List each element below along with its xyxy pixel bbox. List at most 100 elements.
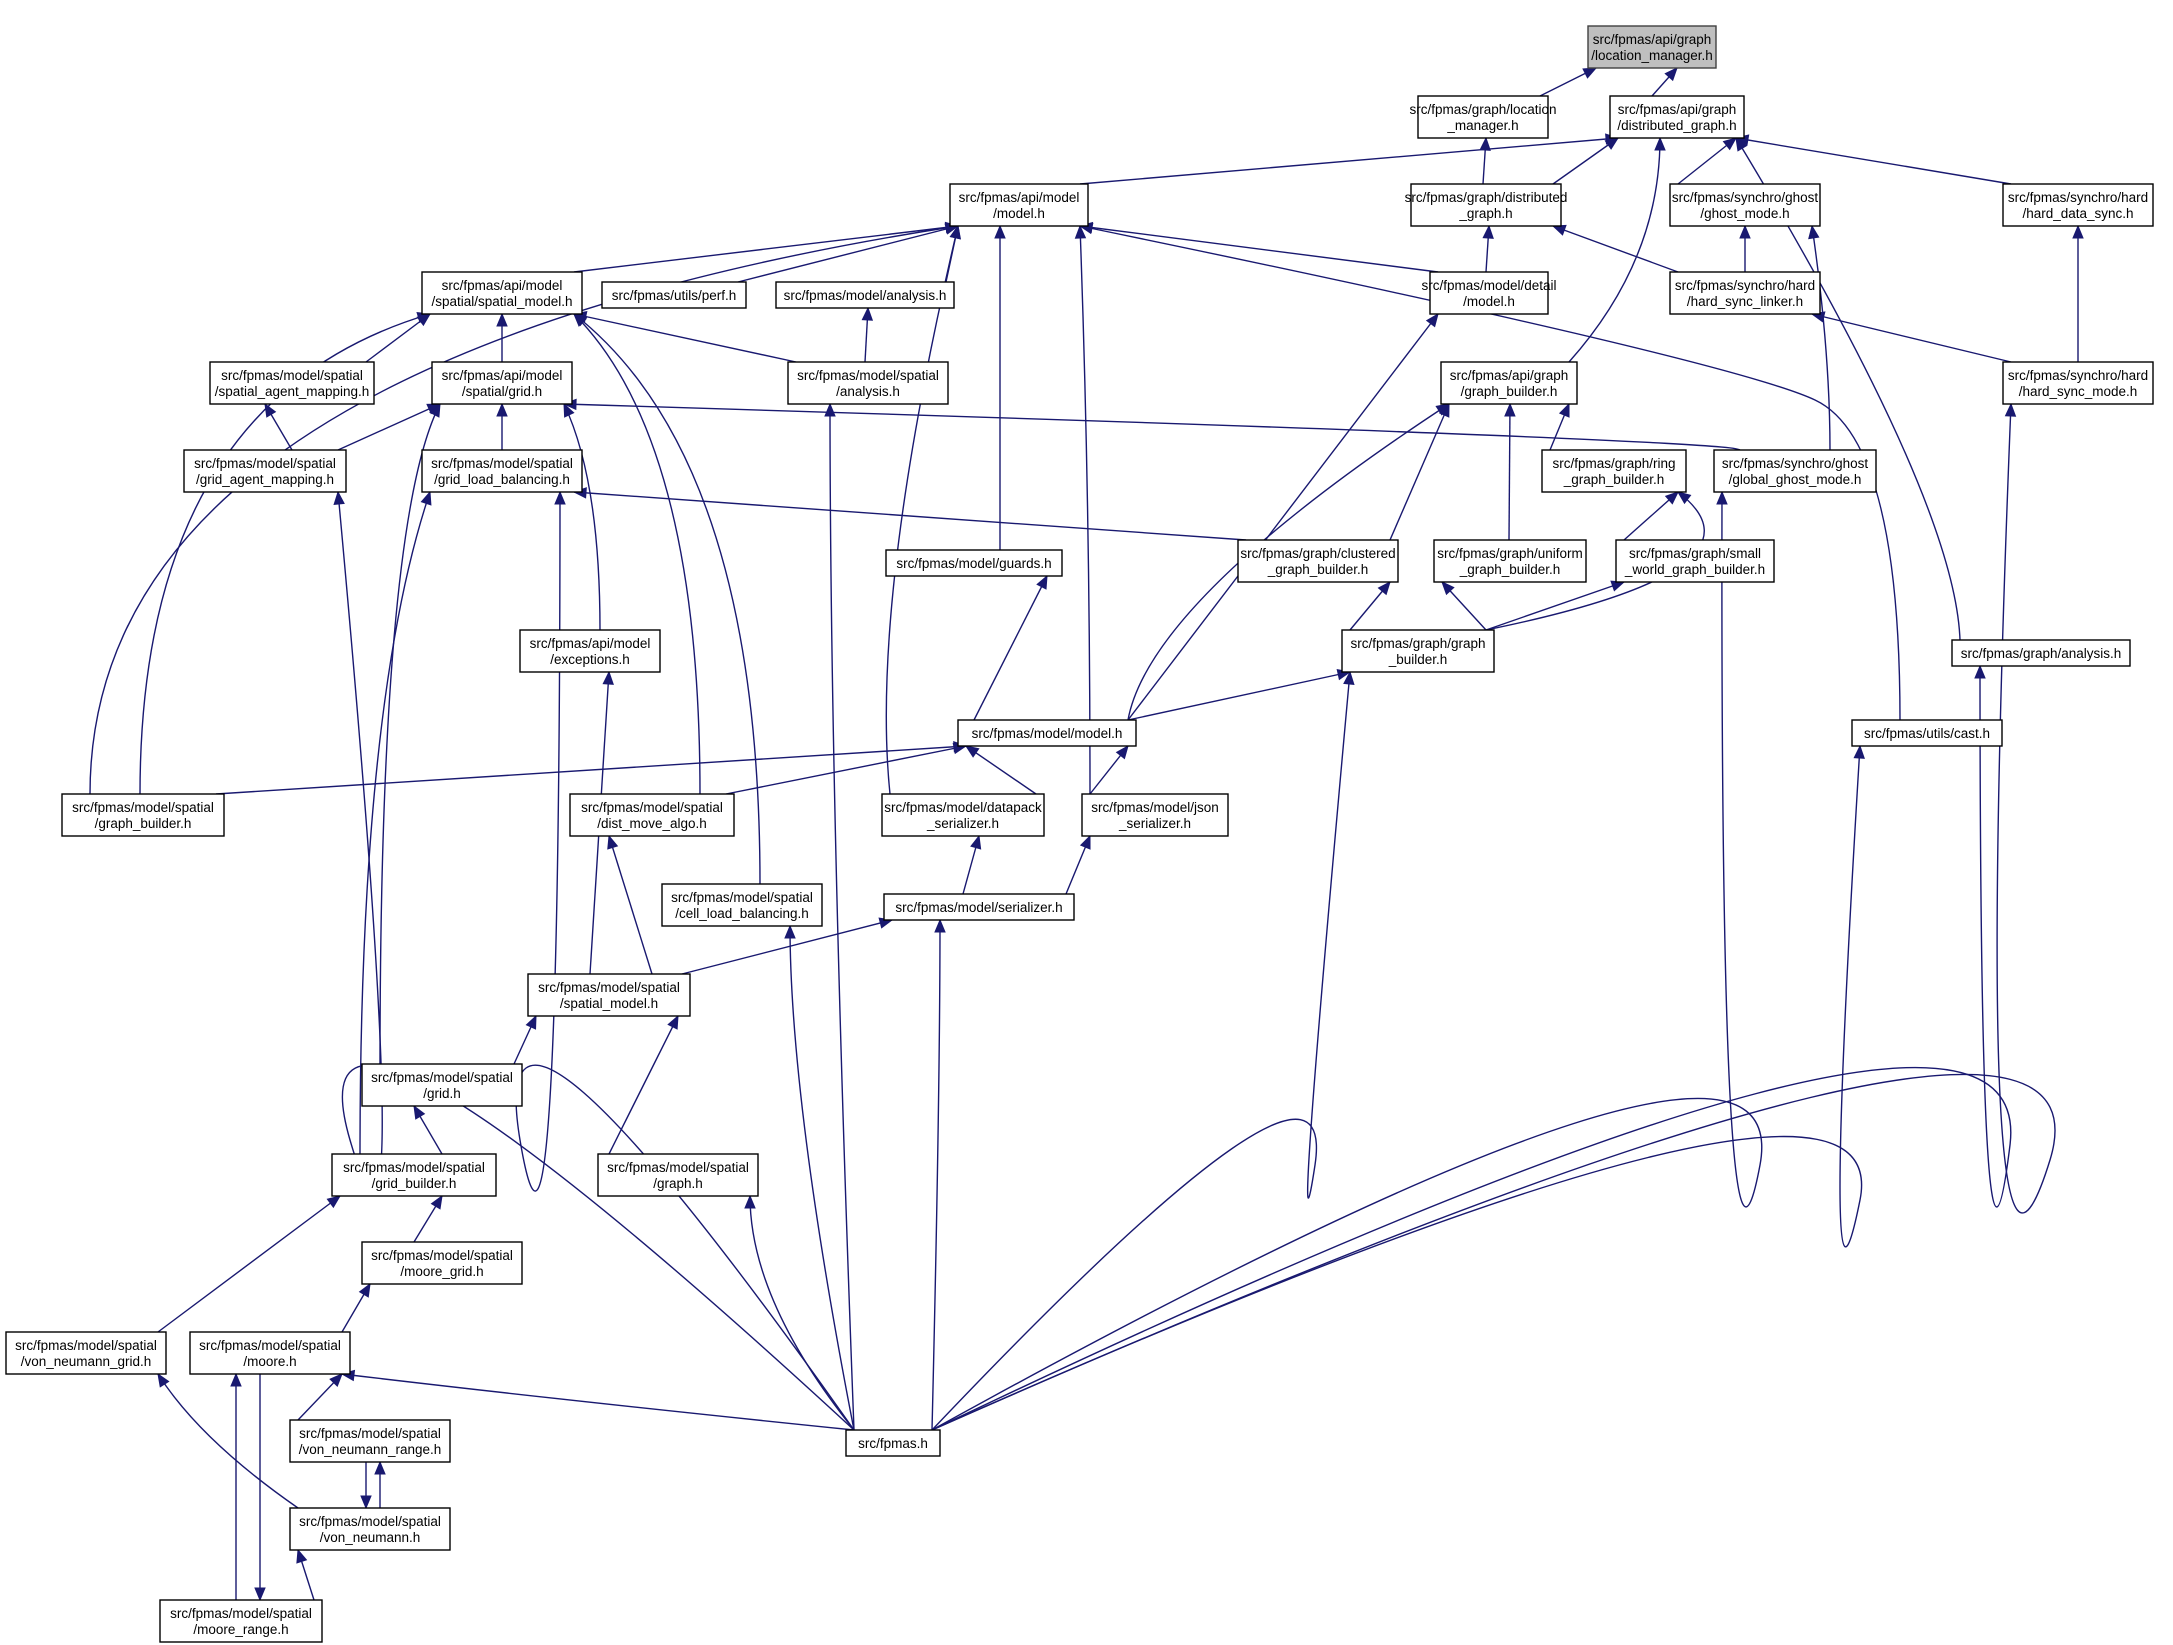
edge-moore_grid-to-grid_builder xyxy=(413,1194,443,1243)
edge-moore_range-to-moore xyxy=(230,1372,242,1600)
node-moore-grid[interactable]: src/fpmas/model/spatial/moore_grid.h xyxy=(361,1241,523,1285)
node-api-model[interactable]: src/fpmas/api/model/model.h xyxy=(949,183,1089,227)
node-json-serializer[interactable]: src/fpmas/model/json_serializer.h xyxy=(1081,793,1229,837)
node-moore[interactable]: src/fpmas/model/spatial/moore.h xyxy=(189,1331,351,1375)
node-label: src/fpmas/model/spatial xyxy=(170,1606,312,1621)
edge-dist_move_algo-to-model_model xyxy=(725,742,968,795)
node-von-neumann-grid[interactable]: src/fpmas/model/spatial/von_neumann_grid… xyxy=(5,1331,167,1375)
node-label: src/fpmas/model/spatial xyxy=(299,1514,441,1529)
edge-arrowhead xyxy=(1582,67,1598,79)
node-label: src/fpmas/synchro/ghost xyxy=(1672,190,1819,205)
node-ghost-mode[interactable]: src/fpmas/synchro/ghost/ghost_mode.h xyxy=(1669,183,1821,227)
node-graph-distributed-graph[interactable]: src/fpmas/graph/distributed_graph.h xyxy=(1405,183,1568,227)
node-label: _graph_builder.h xyxy=(1459,562,1561,577)
edge-cell_load_balancing-to-api_spatial_model xyxy=(572,313,761,885)
node-label: /moore_grid.h xyxy=(400,1264,483,1279)
node-box xyxy=(421,449,583,493)
node-utils-perf[interactable]: src/fpmas/utils/perf.h xyxy=(601,281,747,309)
node-label: src/fpmas/graph/uniform xyxy=(1437,546,1583,561)
node-label: src/fpmas/graph/distributed xyxy=(1405,190,1568,205)
node-box xyxy=(183,449,347,493)
node-model-detail-model[interactable]: src/fpmas/model/detail/model.h xyxy=(1421,271,1557,315)
node-dist-move-algo[interactable]: src/fpmas/model/spatial/dist_move_algo.h xyxy=(569,793,735,837)
node-box xyxy=(1081,793,1229,837)
node-label: src/fpmas/model/json xyxy=(1091,800,1219,815)
edge-line xyxy=(965,745,1037,795)
node-label: /hard_sync_linker.h xyxy=(1687,294,1803,309)
node-model-model[interactable]: src/fpmas/model/model.h xyxy=(957,719,1137,747)
edge-line xyxy=(931,919,941,1431)
edge-arrowhead xyxy=(333,490,345,505)
node-global-ghost-mode[interactable]: src/fpmas/synchro/ghost/global_ghost_mod… xyxy=(1713,449,1877,493)
node-uniform-graph-builder[interactable]: src/fpmas/graph/uniform_graph_builder.h xyxy=(1433,539,1587,583)
node-hard-sync-linker[interactable]: src/fpmas/synchro/hard/hard_sync_linker.… xyxy=(1669,271,1821,315)
node-label: src/fpmas/model/guards.h xyxy=(896,556,1051,571)
edge-fpmas-to-model_serializer xyxy=(931,918,946,1431)
node-label: src/fpmas/model/analysis.h xyxy=(784,288,947,303)
node-von-neumann-range[interactable]: src/fpmas/model/spatial/von_neumann_rang… xyxy=(289,1419,451,1463)
edge-line xyxy=(563,403,1741,451)
node-model-analysis[interactable]: src/fpmas/model/analysis.h xyxy=(775,281,955,309)
node-box xyxy=(331,1153,497,1197)
node-spatial-graph[interactable]: src/fpmas/model/spatial/graph.h xyxy=(597,1153,759,1197)
node-label: src/fpmas/model/spatial xyxy=(221,368,363,383)
node-spatial-grid[interactable]: src/fpmas/model/spatial/grid.h xyxy=(361,1063,523,1107)
node-box xyxy=(2002,183,2154,227)
node-spatial-spatial-model[interactable]: src/fpmas/model/spatial/spatial_model.h xyxy=(527,973,691,1017)
node-box xyxy=(1440,361,1578,405)
node-api-graph-builder[interactable]: src/fpmas/api/graph/graph_builder.h xyxy=(1440,361,1578,405)
edge-arrowhead xyxy=(1074,224,1087,239)
node-fpmas[interactable]: src/fpmas.h xyxy=(845,1429,941,1457)
edge-line xyxy=(789,925,855,1431)
node-box xyxy=(1237,539,1399,583)
node-api-location-manager[interactable]: src/fpmas/api/graph/location_manager.h xyxy=(1587,25,1717,69)
edge-model_model-to-model_detail_model xyxy=(1127,312,1439,721)
node-small-world-graph-builder[interactable]: src/fpmas/graph/small_world_graph_builde… xyxy=(1615,539,1775,583)
node-datapack-serializer[interactable]: src/fpmas/model/datapack_serializer.h xyxy=(881,793,1045,837)
edge-datapack_serializer-to-model_model xyxy=(964,745,1037,795)
node-grid-builder[interactable]: src/fpmas/model/spatial/grid_builder.h xyxy=(331,1153,497,1197)
node-label: src/fpmas/synchro/hard xyxy=(2008,190,2148,205)
node-graph-location-manager[interactable]: src/fpmas/graph/location_manager.h xyxy=(1409,95,1557,139)
edge-line xyxy=(1079,225,1901,721)
edge-clustered_graph_builder-to-grid_load_balancing xyxy=(572,487,1247,541)
node-model-guards[interactable]: src/fpmas/model/guards.h xyxy=(885,549,1063,577)
edge-api_distributed_graph-to-api_location_manager xyxy=(1651,67,1678,97)
node-api-distributed-graph[interactable]: src/fpmas/api/graph/distributed_graph.h xyxy=(1609,95,1745,139)
node-grid-agent-mapping[interactable]: src/fpmas/model/spatial/grid_agent_mappi… xyxy=(183,449,347,493)
node-label: _serializer.h xyxy=(926,816,999,831)
node-model-serializer[interactable]: src/fpmas/model/serializer.h xyxy=(883,893,1075,921)
node-api-grid[interactable]: src/fpmas/api/model/spatial/grid.h xyxy=(431,361,573,405)
node-graph-analysis[interactable]: src/fpmas/graph/analysis.h xyxy=(1951,639,2131,667)
node-utils-cast[interactable]: src/fpmas/utils/cast.h xyxy=(1851,719,2003,747)
node-spatial-analysis[interactable]: src/fpmas/model/spatial/analysis.h xyxy=(787,361,949,405)
node-api-exceptions[interactable]: src/fpmas/api/model/exceptions.h xyxy=(519,629,661,673)
node-hard-data-sync[interactable]: src/fpmas/synchro/hard/hard_data_sync.h xyxy=(2002,183,2154,227)
node-clustered-graph-builder[interactable]: src/fpmas/graph/clustered_graph_builder.… xyxy=(1237,539,1399,583)
edge-arrowhead xyxy=(1504,402,1516,417)
node-hard-sync-mode[interactable]: src/fpmas/synchro/hard/hard_sync_mode.h xyxy=(2002,361,2154,405)
node-spatial-agent-mapping[interactable]: src/fpmas/model/spatial/spatial_agent_ma… xyxy=(209,361,375,405)
edge-grid_agent_mapping-to-spatial_agent_mapping xyxy=(264,402,293,451)
node-ring-graph-builder[interactable]: src/fpmas/graph/ring_graph_builder.h xyxy=(1541,449,1687,493)
node-grid-load-balancing[interactable]: src/fpmas/model/spatial/grid_load_balanc… xyxy=(421,449,583,493)
edge-hard_sync_linker-to-graph_distributed_graph xyxy=(1551,224,1679,273)
node-von-neumann[interactable]: src/fpmas/model/spatial/von_neumann.h xyxy=(289,1507,451,1551)
node-graph-graph-builder[interactable]: src/fpmas/graph/graph_builder.h xyxy=(1341,629,1495,673)
node-box xyxy=(519,629,661,673)
node-api-spatial-model[interactable]: src/fpmas/api/model/spatial/spatial_mode… xyxy=(421,271,583,315)
edge-line xyxy=(157,1373,299,1509)
node-box xyxy=(1851,719,2003,747)
node-cell-load-balancing[interactable]: src/fpmas/model/spatial/cell_load_balanc… xyxy=(661,883,823,927)
edge-arrowhead xyxy=(934,918,946,933)
node-moore-range[interactable]: src/fpmas/model/spatial/moore_range.h xyxy=(159,1599,323,1643)
edge-arrowhead xyxy=(430,1194,443,1210)
node-box xyxy=(1713,449,1877,493)
edge-hard_data_sync-to-api_distributed_graph xyxy=(1734,134,2012,185)
node-spatial-graph-builder[interactable]: src/fpmas/model/spatial/graph_builder.h xyxy=(61,793,225,837)
edge-line xyxy=(608,835,653,975)
node-label: /global_ghost_mode.h xyxy=(1729,472,1862,487)
edge-arrowhead xyxy=(607,834,619,850)
node-label: /grid_agent_mapping.h xyxy=(196,472,334,487)
